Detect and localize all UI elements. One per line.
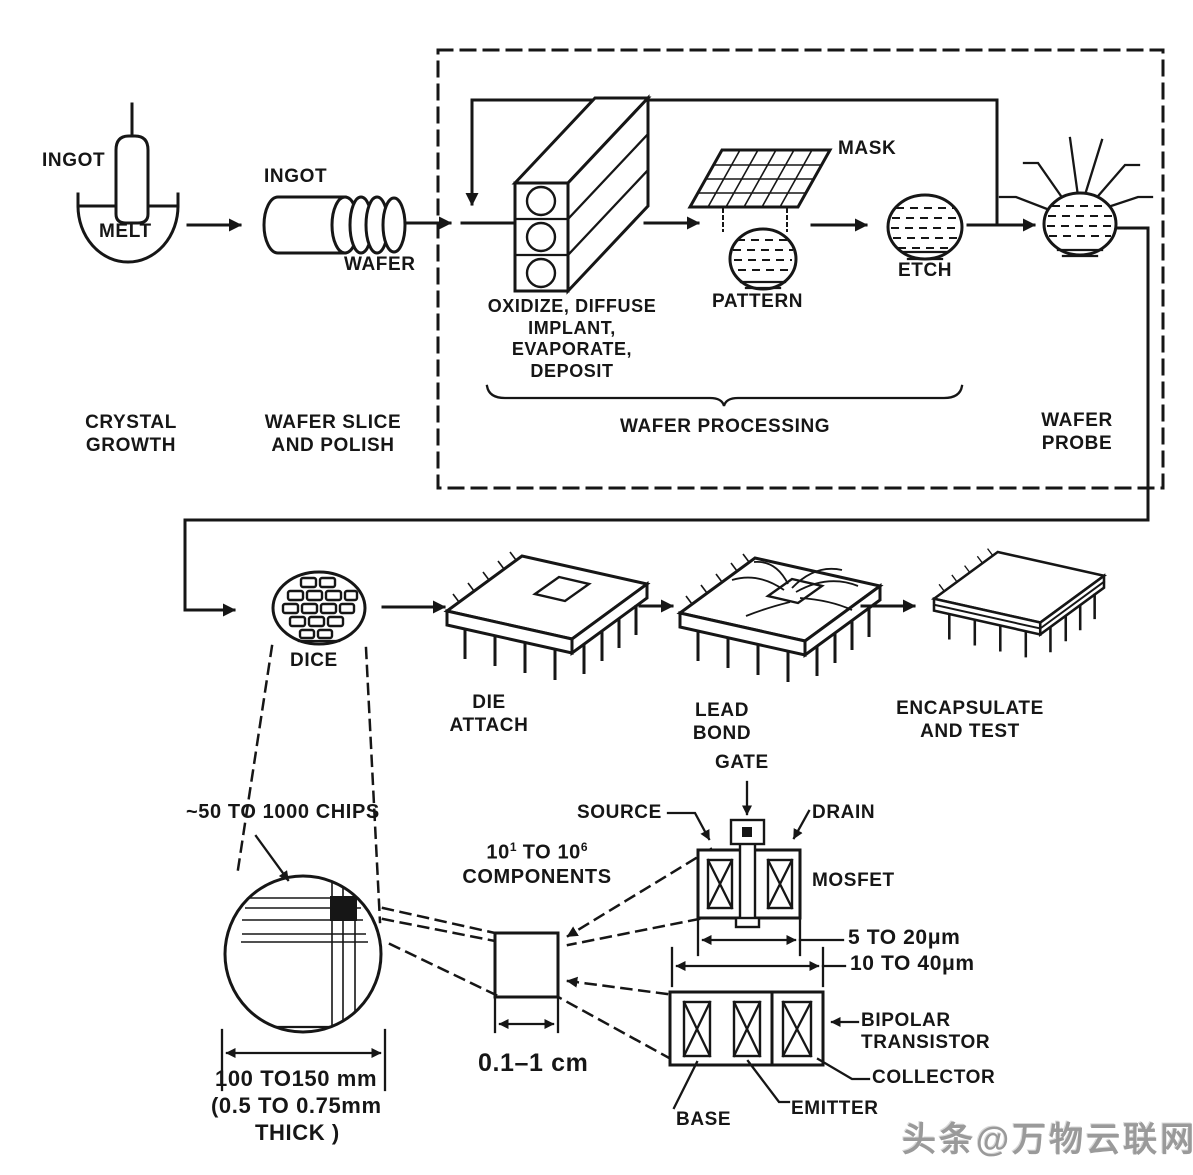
chips-note: ~50 TO 1000 CHIPS <box>186 801 380 823</box>
base-label: BASE <box>676 1109 732 1130</box>
wafer-diameter-text: 100 TO150 mm <box>215 1066 378 1091</box>
bipolar-width-dimension: 10 TO 40μm <box>850 952 975 975</box>
dice-projection-lines <box>235 644 382 924</box>
furnace-caption-line1: OXIDIZE, DIFFUSE <box>487 296 657 316</box>
wafer-slice-caption-line1: WAFER SLICE <box>264 412 402 433</box>
furnace-figure <box>511 94 652 295</box>
dice-wafer-figure <box>271 570 367 646</box>
wafer-slice-caption-line2: AND POLISH <box>271 434 395 456</box>
chip-size-text: 0.1–1 cm <box>478 1049 589 1077</box>
circle-to-chip-projection <box>381 906 498 997</box>
mosfet-figure <box>666 780 845 957</box>
lead-bond-caption-line1: LEAD <box>694 700 750 721</box>
lead-bond-figure <box>678 552 882 684</box>
chips-note-arrow <box>254 834 290 882</box>
bipolar-label-line1: BIPOLAR <box>861 1010 951 1031</box>
mosfet-width-dimension: 5 TO 20μm <box>848 926 961 949</box>
encapsulate-caption-line2: AND TEST <box>920 720 1020 742</box>
components-base-low: 10 <box>486 841 510 864</box>
chip-square-figure <box>493 931 560 1034</box>
dice-label: DICE <box>290 650 338 671</box>
wafer-processing-brace <box>485 384 964 407</box>
crystal-growth-caption-line1: CRYSTAL <box>85 412 177 433</box>
pattern-label: PATTERN <box>712 291 804 312</box>
components-exp-high: 6 <box>580 840 588 854</box>
wafer-processing-caption: WAFER PROCESSING <box>620 416 831 437</box>
encapsulate-caption-line1: ENCAPSULATE <box>896 698 1044 719</box>
components-note-line1: 101 TO 106 <box>462 840 611 865</box>
bipolar-label-line2: TRANSISTOR <box>861 1032 991 1053</box>
etch-wafer-figure <box>886 193 964 261</box>
emitter-label: EMITTER <box>791 1098 879 1119</box>
bipolar-figure <box>668 990 871 1110</box>
wafer-probe-caption-line2: PROBE <box>1041 432 1113 454</box>
wafer-detail-circle <box>223 874 383 1034</box>
wafer-probe-caption-line1: WAFER <box>1041 410 1113 431</box>
wafer-thickness-text-2: THICK ) <box>255 1120 340 1145</box>
mask-label: MASK <box>838 138 897 159</box>
mask-figure <box>687 148 833 232</box>
bipolar-projection-line-1 <box>566 976 669 996</box>
wafer-thickness-text-1: (0.5 TO 0.75mm <box>211 1093 382 1118</box>
crystal-growth-figure <box>76 102 180 264</box>
mosfet-label: MOSFET <box>812 870 895 891</box>
furnace-caption-line2: IMPLANT, <box>528 317 616 338</box>
wafer-probe-figure <box>998 136 1154 258</box>
wafer-slice-figure <box>262 195 407 255</box>
wafer-processing-dashed-box <box>436 48 1165 490</box>
furnace-caption-line3: EVAPORATE, <box>511 339 633 359</box>
wafer-dimension <box>220 1028 387 1092</box>
crystal-growth-caption-line2: GROWTH <box>85 434 177 456</box>
collector-label: COLLECTOR <box>872 1067 996 1088</box>
components-middle: TO 10 <box>516 841 581 864</box>
encapsulate-figure <box>932 547 1106 659</box>
drain-label: DRAIN <box>812 802 876 823</box>
lead-bond-caption-line2: BOND <box>692 722 752 744</box>
pattern-wafer-figure <box>728 227 798 291</box>
bipolar-projection-line-2 <box>558 996 673 1061</box>
mosfet-projection-line-2 <box>566 917 701 947</box>
process-repeat-loop <box>465 98 999 227</box>
components-note-line2: COMPONENTS <box>462 865 612 888</box>
die-attach-caption-line1: DIE <box>472 692 506 713</box>
components-exp-low: 1 <box>509 840 517 854</box>
source-label: SOURCE <box>577 802 662 823</box>
die-attach-caption-line2: ATTACH <box>449 714 529 736</box>
watermark-text: 头条@万物云联网 <box>902 1121 1193 1159</box>
ingot-label-cylinder: INGOT <box>264 166 328 187</box>
gate-label: GATE <box>715 752 769 773</box>
etch-label: ETCH <box>898 260 953 281</box>
row-connector-line <box>183 226 1150 617</box>
die-attach-figure <box>445 550 649 682</box>
bipolar-dimension <box>670 946 847 988</box>
melt-label: MELT <box>99 221 152 242</box>
furnace-caption-line4: DEPOSIT <box>530 360 614 381</box>
mosfet-projection-line-1 <box>566 847 713 938</box>
ingot-label-crucible: INGOT <box>42 150 106 171</box>
wafer-label: WAFER <box>344 254 416 275</box>
